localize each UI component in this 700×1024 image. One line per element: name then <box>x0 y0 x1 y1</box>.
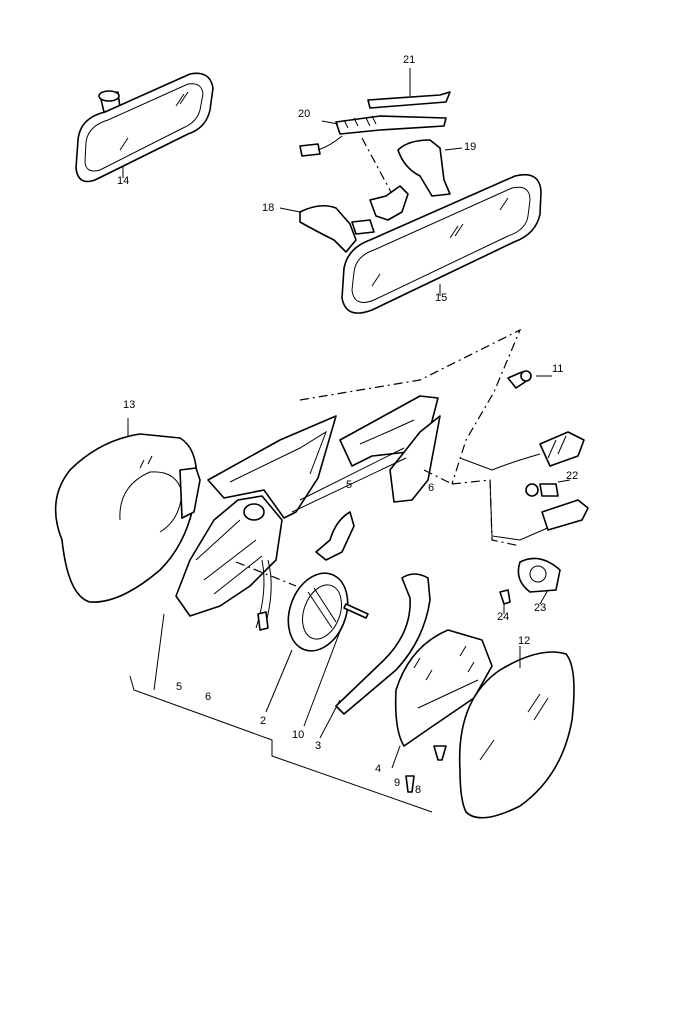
mount-parts <box>279 68 463 253</box>
interior-mirror-large <box>341 173 542 314</box>
label-14: 14 <box>117 175 129 187</box>
label-23: 23 <box>534 602 546 614</box>
label-5a: 5 <box>346 479 352 491</box>
label-18: 18 <box>262 202 274 214</box>
part-labels: 21 20 19 18 14 15 11 13 5 6 22 23 24 12 … <box>117 54 578 796</box>
glass-backing <box>391 629 493 793</box>
adjuster-motor <box>265 572 349 713</box>
screw-10 <box>303 603 369 727</box>
label-13: 13 <box>123 399 135 411</box>
adjuster-assembly <box>175 495 297 631</box>
label-9: 9 <box>394 777 400 789</box>
label-11: 11 <box>552 363 563 375</box>
mirror-glass <box>458 646 575 819</box>
label-22: 22 <box>566 470 578 482</box>
label-5b: 5 <box>176 681 182 693</box>
label-21: 21 <box>403 54 415 66</box>
interior-mirror-small <box>75 72 214 183</box>
seal-strip <box>319 573 431 739</box>
label-6a: 6 <box>428 482 434 494</box>
label-8: 8 <box>415 784 421 796</box>
label-2: 2 <box>260 715 266 727</box>
label-6b: 6 <box>205 691 211 703</box>
label-10: 10 <box>292 729 304 741</box>
label-3: 3 <box>315 740 321 752</box>
label-15: 15 <box>435 292 447 304</box>
wiring-harness <box>459 370 589 614</box>
label-24: 24 <box>497 611 509 623</box>
mirror-base <box>207 328 522 561</box>
label-12: 12 <box>518 635 530 647</box>
label-19: 19 <box>464 141 476 153</box>
label-4: 4 <box>375 763 381 775</box>
mirror-housing <box>54 418 201 603</box>
label-20: 20 <box>298 108 310 120</box>
assembly-boundary <box>129 613 433 813</box>
